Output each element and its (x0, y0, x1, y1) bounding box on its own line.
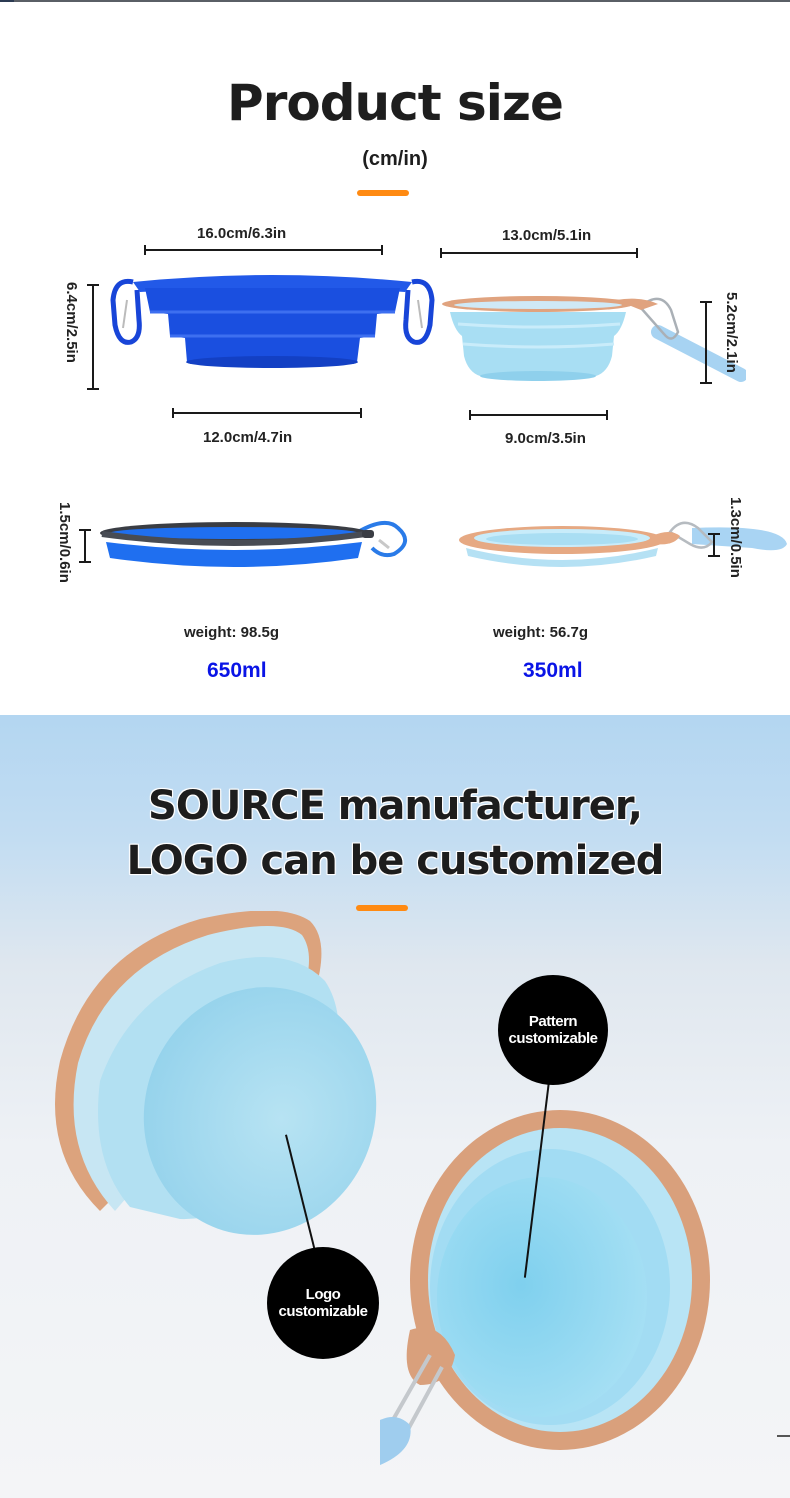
large-bottom-width-dimension (172, 408, 362, 418)
accent-divider (357, 190, 409, 196)
edge-tick-mark (777, 1435, 790, 1437)
product-size-section: Product size (cm/in) 16.0cm/6.3in 12.0cm… (0, 2, 790, 715)
small-bowl-weight: weight: 56.7g (493, 624, 589, 641)
small-top-width-dimension (440, 248, 638, 258)
callout-text-line2: customizable (508, 1030, 598, 1047)
large-bottom-width-label: 12.0cm/4.7in (203, 429, 293, 446)
small-bottom-width-label: 9.0cm/3.5in (505, 430, 586, 447)
large-bowl-volume: 650ml (207, 659, 267, 682)
page-title: Product size (227, 74, 564, 132)
pattern-customizable-callout: Pattern customizable (498, 975, 608, 1085)
small-folded-height-dimension (708, 533, 720, 557)
customization-title-line2: LOGO can be customized (126, 838, 665, 884)
large-top-width-dimension (144, 245, 383, 255)
large-folded-height-label: 1.5cm/0.6in (56, 502, 73, 583)
large-folded-height-dimension (79, 529, 91, 563)
logo-customizable-callout: Logo customizable (267, 1247, 379, 1359)
small-top-width-label: 13.0cm/5.1in (502, 227, 592, 244)
small-height-label: 5.2cm/2.1in (723, 292, 740, 373)
customization-title-line1: SOURCE manufacturer, (148, 783, 643, 829)
small-bottom-width-dimension (469, 410, 608, 420)
large-height-dimension (87, 284, 99, 390)
small-bowl-volume: 350ml (523, 659, 583, 682)
large-top-width-label: 16.0cm/6.3in (197, 225, 287, 242)
customization-section: SOURCE manufacturer, LOGO can be customi… (0, 715, 790, 1498)
large-height-label: 6.4cm/2.5in (63, 282, 80, 363)
top-divider-line (0, 0, 790, 2)
small-folded-height-label: 1.3cm/0.5in (727, 497, 744, 578)
accent-divider-2 (356, 905, 408, 911)
callout-text-line1: Pattern (528, 1013, 578, 1030)
large-bowl-weight: weight: 98.5g (184, 624, 280, 641)
callout-text-line2: customizable (278, 1303, 368, 1320)
small-height-dimension (700, 301, 712, 384)
units-subtitle: (cm/in) (362, 148, 428, 170)
callout-text-line1: Logo (305, 1286, 341, 1303)
